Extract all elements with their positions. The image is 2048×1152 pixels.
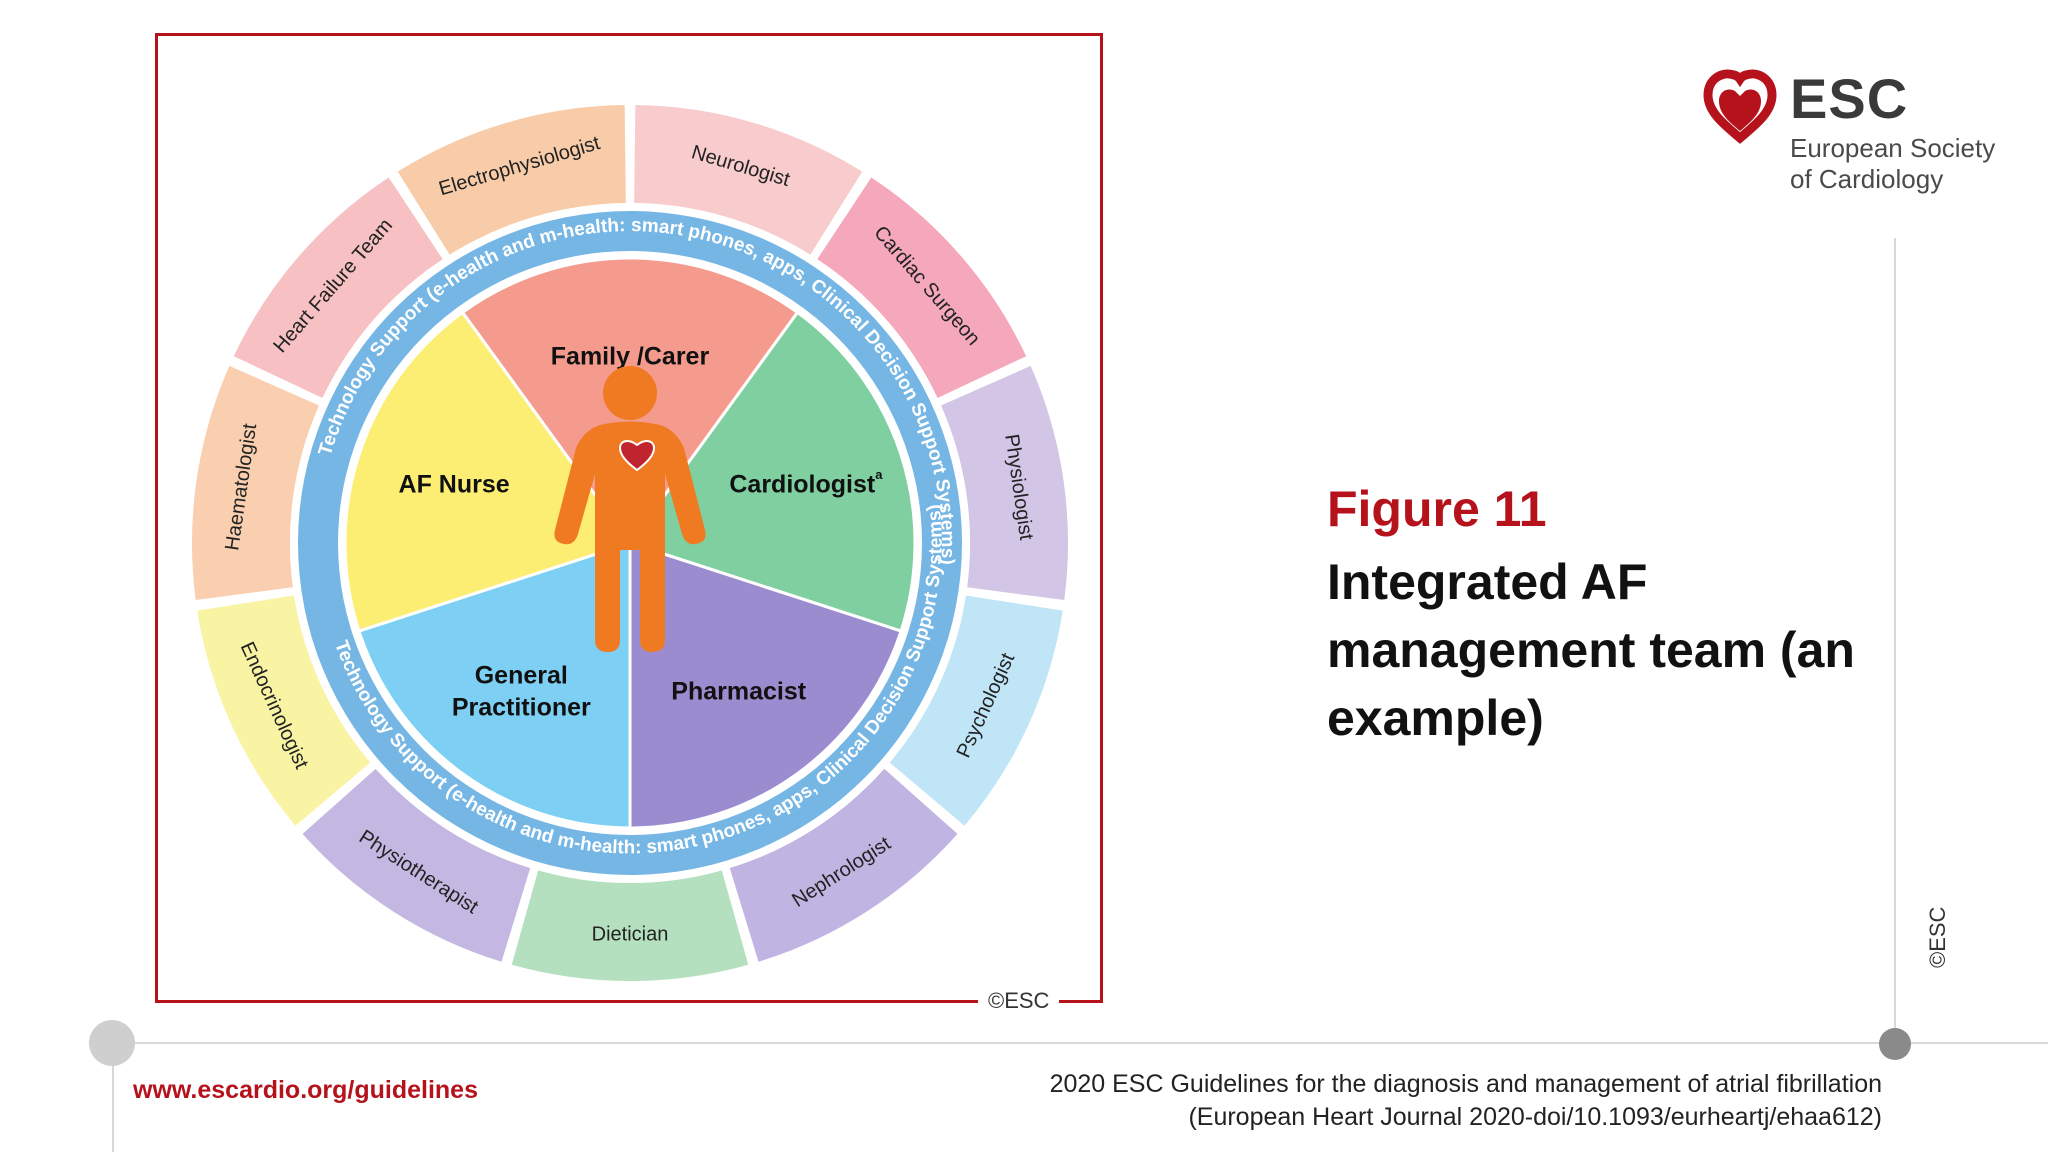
figure-number: Figure 11 — [1327, 481, 1547, 537]
divider-vertical — [1894, 238, 1896, 1043]
inner-segment-cardiologist — [627, 310, 917, 633]
divider-left — [112, 1044, 114, 1152]
citation-line-1: 2020 ESC Guidelines for the diagnosis an… — [1049, 1070, 1882, 1098]
outer-segment-physiotherapist — [302, 768, 531, 962]
outer-segment-cardiac-surgeon — [817, 177, 1027, 398]
side-copyright: ©ESC — [1925, 906, 1950, 968]
inner-segment-general-practitioner — [357, 540, 632, 830]
outer-segment-psychologist — [889, 595, 1063, 826]
outer-segment-haematologist — [192, 365, 320, 601]
esc-logo-subtitle: European Society of Cardiology — [1790, 133, 1996, 194]
inner-label-general-practitioner: Practitioner — [452, 693, 591, 721]
diagram-frame — [155, 33, 1103, 1003]
outer-segment-dietician — [511, 870, 749, 981]
inner-label-general-practitioner: General — [475, 661, 568, 689]
outer-segment-heart-failure-team — [233, 177, 443, 398]
citation: 2020 ESC Guidelines for the diagnosis an… — [1050, 1068, 1882, 1134]
inner-label-af-nurse: AF Nurse — [399, 470, 510, 498]
outer-label-dietician: Dietician — [592, 923, 669, 945]
inner-label-cardiologist: Cardiologista — [729, 467, 883, 498]
inner-label-family-carer: Family /Carer — [551, 343, 710, 371]
outer-segment-electrophysiologist — [397, 105, 626, 255]
inner-segment-af-nurse — [343, 310, 633, 633]
guidelines-link[interactable]: www.escardio.org/guidelines — [133, 1076, 478, 1104]
decorative-dot-left — [89, 1020, 135, 1066]
outer-segment-neurologist — [634, 105, 863, 255]
person-with-heart-icon — [554, 366, 706, 652]
heart-logo-icon — [1703, 69, 1777, 144]
inner-label-pharmacist: Pharmacist — [671, 677, 806, 705]
outer-segment-endocrinologist — [197, 595, 371, 826]
heart-icon — [618, 440, 656, 472]
esc-logo — [1703, 69, 1777, 144]
citation-line-2: (European Heart Journal 2020-doi/10.1093… — [1188, 1103, 1882, 1131]
diagram-copyright: ©ESC — [978, 988, 1060, 1014]
divider-horizontal — [112, 1042, 2048, 1044]
figure-title: Integrated AF management team (an exampl… — [1327, 554, 1855, 746]
inner-segment-pharmacist — [628, 540, 903, 830]
esc-logo-name: ESC — [1790, 67, 1909, 130]
decorative-dot-right — [1879, 1028, 1911, 1060]
outer-segment-nephrologist — [729, 768, 958, 962]
outer-segment-physiologist — [940, 365, 1068, 601]
